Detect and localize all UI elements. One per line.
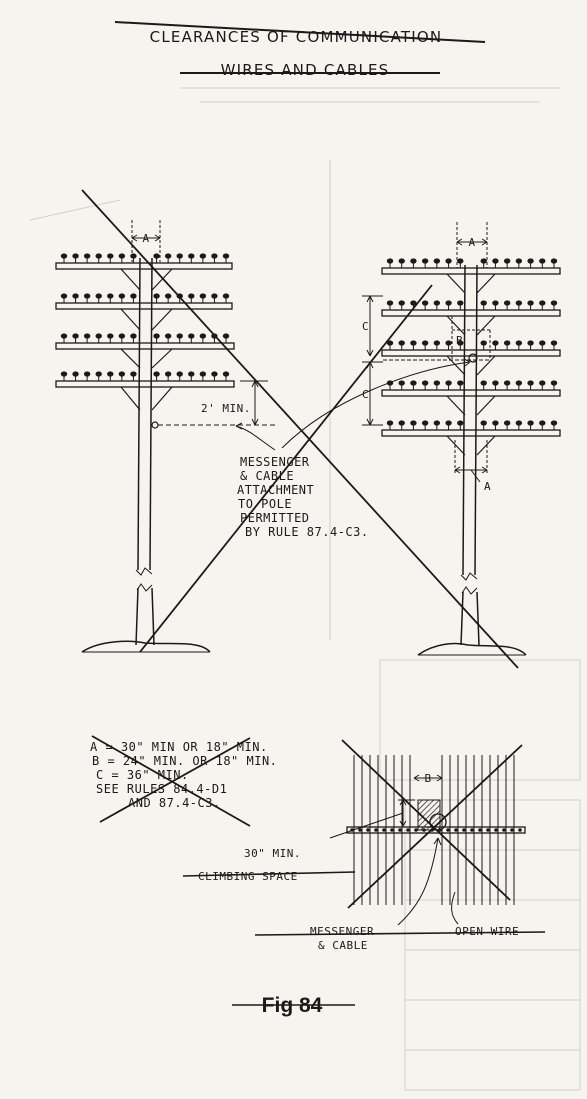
title-line-2: WIRES AND CABLES: [221, 61, 390, 79]
title-line-1: CLEARANCES OF COMMUNICATION: [150, 28, 443, 46]
left-pole-elevation: A 2' MIN.: [55, 220, 275, 653]
attachment-note-line-4: TO POLE: [238, 497, 292, 511]
clearance-note-rules-1: SEE RULES 84.4-D1: [96, 782, 227, 796]
right-dim-a-bottom-label: A: [484, 480, 491, 493]
plan-messenger-label: MESSENGER: [310, 925, 374, 938]
left-crossarms: [55, 262, 235, 388]
plan-insulator-pins: [350, 828, 522, 832]
right-dim-c-upper-label: C: [362, 320, 369, 333]
attachment-note: MESSENGER & CABLE ATTACHMENT TO POLE PER…: [237, 455, 369, 539]
right-dim-c-lower-label: C: [362, 388, 369, 401]
plan-open-wire-label: OPEN WIRE: [455, 925, 519, 938]
left-insulators: [60, 253, 230, 381]
right-pole-elevation: A A C C B: [362, 222, 561, 656]
attachment-note-line-3: ATTACHMENT: [237, 483, 314, 497]
plan-view: B 30" MIN. CLIMBING SPACE MESSENGER & CA…: [182, 739, 546, 952]
plan-30-min-label: 30" MIN.: [244, 847, 301, 860]
clearance-note-b: B = 24" MIN. OR 18" MIN.: [92, 754, 277, 768]
attachment-note-line-1: MESSENGER: [240, 455, 310, 469]
attachment-note-line-2: & CABLE: [240, 469, 294, 483]
figure-caption: Fig 84: [232, 994, 355, 1017]
clearance-note-strike-1: [91, 735, 251, 827]
left-dim-a-label: A: [142, 232, 149, 245]
plan-cable-label: & CABLE: [318, 939, 368, 952]
right-dim-b-label: B: [456, 334, 463, 347]
elevation-strike-x: [81, 189, 519, 669]
title-block: CLEARANCES OF COMMUNICATION WIRES AND CA…: [114, 21, 486, 79]
right-insulators: [386, 258, 558, 430]
title-strike-1: [114, 21, 486, 43]
left-dim-2-min-label: 2' MIN.: [201, 402, 251, 415]
climbing-space-label: CLIMBING SPACE: [198, 870, 298, 883]
clearance-note-rules-2: AND 87.4-C3.: [128, 796, 221, 810]
clearance-notes: A = 30" MIN OR 18" MIN. B = 24" MIN. OR …: [90, 735, 277, 827]
right-dim-a-top-label: A: [468, 236, 475, 249]
plan-label-strike: [254, 931, 546, 936]
right-crossarms: [381, 267, 561, 437]
background-show-through: [29, 87, 581, 1091]
clearance-note-a: A = 30" MIN OR 18" MIN.: [90, 740, 268, 754]
climbing-space-strike: [182, 871, 356, 877]
attachment-note-line-6: BY RULE 87.4-C3.: [245, 525, 369, 539]
clearance-note-strike-2: [99, 737, 251, 823]
plan-dim-b-label: B: [424, 772, 431, 785]
open-wire-lines: [353, 755, 515, 905]
attachment-note-line-5: PERMITTED: [240, 511, 310, 525]
